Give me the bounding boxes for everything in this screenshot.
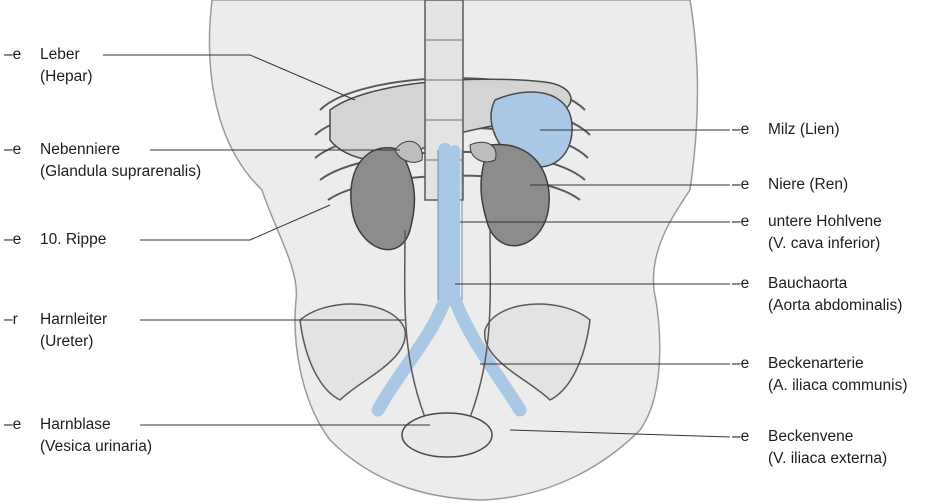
- label-adrenal-latin: (Glandula suprarenalis): [40, 161, 201, 183]
- label-rib: –e 10. Rippe: [40, 229, 106, 251]
- label-ureter-latin: (Ureter): [40, 331, 107, 353]
- label-vena-cava-latin: (V. cava inferior): [768, 233, 882, 255]
- bladder-shape: [402, 413, 492, 457]
- label-adrenal-name: Nebenniere: [40, 139, 201, 161]
- label-kidney-name: Niere (Ren): [768, 174, 848, 196]
- label-bladder: –e Harnblase (Vesica urinaria): [40, 414, 152, 458]
- label-spleen: –e Milz (Lien): [768, 119, 839, 141]
- label-iliac-artery-name: Beckenarterie: [768, 353, 908, 375]
- label-bladder-latin: (Vesica urinaria): [40, 436, 152, 458]
- label-iliac-vein-name: Beckenvene: [768, 426, 887, 448]
- label-iliac-vein: –e Beckenvene (V. iliaca externa): [768, 426, 887, 470]
- label-liver: –e Leber (Hepar): [40, 44, 93, 88]
- label-aorta-article: –e: [732, 273, 749, 295]
- label-iliac-artery: –e Beckenarterie (A. iliaca communis): [768, 353, 908, 397]
- label-iliac-vein-article: –e: [732, 426, 749, 448]
- label-aorta-name: Bauchaorta: [768, 273, 902, 295]
- label-bladder-name: Harnblase: [40, 414, 152, 436]
- label-kidney-article: –e: [732, 174, 749, 196]
- label-rib-article: –e: [4, 229, 21, 251]
- label-ureter-name: Harnleiter: [40, 309, 107, 331]
- label-iliac-vein-latin: (V. iliaca externa): [768, 448, 887, 470]
- label-iliac-artery-article: –e: [732, 353, 749, 375]
- label-liver-name: Leber: [40, 44, 93, 66]
- label-adrenal-article: –e: [4, 139, 21, 161]
- label-aorta-latin: (Aorta abdominalis): [768, 295, 902, 317]
- label-bladder-article: –e: [4, 414, 21, 436]
- label-vena-cava-article: –e: [732, 211, 749, 233]
- label-adrenal: –e Nebenniere (Glandula suprarenalis): [40, 139, 201, 183]
- label-rib-name: 10. Rippe: [40, 229, 106, 251]
- label-liver-latin: (Hepar): [40, 66, 93, 88]
- label-iliac-artery-latin: (A. iliaca communis): [768, 375, 908, 397]
- label-spleen-article: –e: [732, 119, 749, 141]
- label-vena-cava-name: untere Hohlvene: [768, 211, 882, 233]
- label-kidney: –e Niere (Ren): [768, 174, 848, 196]
- label-ureter-article: –r: [4, 309, 18, 331]
- label-ureter: –r Harnleiter (Ureter): [40, 309, 107, 353]
- label-liver-article: –e: [4, 44, 21, 66]
- label-vena-cava: –e untere Hohlvene (V. cava inferior): [768, 211, 882, 255]
- label-spleen-name: Milz (Lien): [768, 119, 839, 141]
- label-aorta: –e Bauchaorta (Aorta abdominalis): [768, 273, 902, 317]
